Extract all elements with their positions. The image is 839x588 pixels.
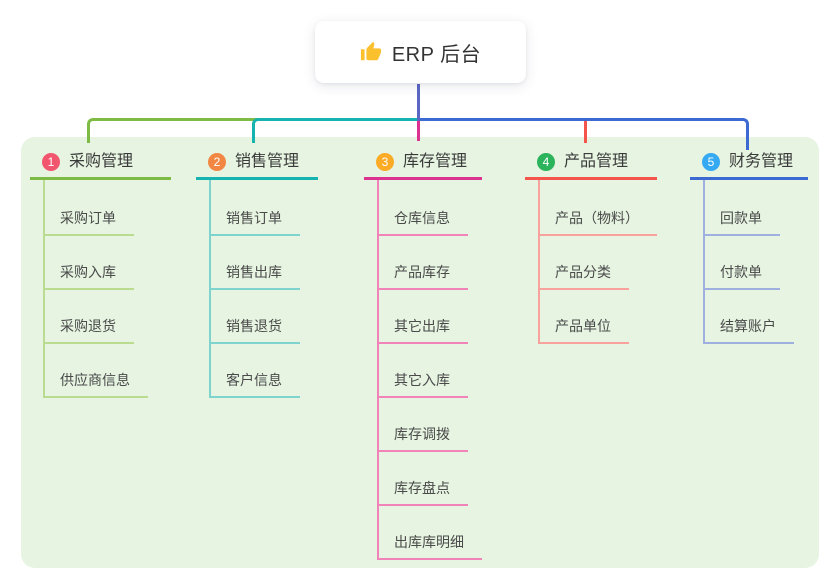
node-other-inbound[interactable]: 其它入库 <box>379 372 468 398</box>
tree-row: 其它出库 <box>379 290 482 344</box>
node-supplier-info[interactable]: 供应商信息 <box>45 372 148 398</box>
branch-label: 销售管理 <box>235 153 300 170</box>
branch-finance-header[interactable]: 5 财务管理 <box>690 150 808 180</box>
root-node-title: ERP 后台 <box>391 43 482 66</box>
branch-product: 4 产品管理 产品（物料） 产品分类 产品单位 <box>525 150 657 344</box>
node-settlement-account[interactable]: 结算账户 <box>705 318 794 344</box>
branch-purchase-header[interactable]: 1 采购管理 <box>30 150 171 180</box>
tree-row: 销售出库 <box>211 236 318 290</box>
branch-product-children: 产品（物料） 产品分类 产品单位 <box>538 180 657 344</box>
node-outbound-detail[interactable]: 出库库明细 <box>379 534 482 560</box>
tree-row: 采购退货 <box>45 290 171 344</box>
branch-sales-children: 销售订单 销售出库 销售退货 客户信息 <box>209 180 318 398</box>
branch-sales-header[interactable]: 2 销售管理 <box>196 150 318 180</box>
branch-product-header[interactable]: 4 产品管理 <box>525 150 657 180</box>
tree-row: 销售订单 <box>211 182 318 236</box>
tree-row: 销售退货 <box>211 290 318 344</box>
connector-branch-5 <box>420 118 749 150</box>
branch-finance-children: 回款单 付款单 结算账户 <box>703 180 808 344</box>
tree-row: 其它入库 <box>379 344 482 398</box>
tree-row: 采购入库 <box>45 236 171 290</box>
node-receipt-bill[interactable]: 回款单 <box>705 210 780 236</box>
branch-label: 库存管理 <box>403 153 468 170</box>
tree-row: 产品分类 <box>540 236 657 290</box>
root-node-erp[interactable]: ERP 后台 <box>315 21 526 83</box>
branch-inventory-header[interactable]: 3 库存管理 <box>364 150 482 180</box>
node-customer-info[interactable]: 客户信息 <box>211 372 300 398</box>
node-product-category[interactable]: 产品分类 <box>540 264 629 290</box>
node-product-material[interactable]: 产品（物料） <box>540 210 657 236</box>
node-sales-order[interactable]: 销售订单 <box>211 210 300 236</box>
tree-row: 结算账户 <box>705 290 808 344</box>
node-payment-bill[interactable]: 付款单 <box>705 264 780 290</box>
tree-row: 产品库存 <box>379 236 482 290</box>
tree-row: 库存盘点 <box>379 452 482 506</box>
tree-row: 客户信息 <box>211 344 318 398</box>
node-warehouse-info[interactable]: 仓库信息 <box>379 210 468 236</box>
connector-branch-3 <box>417 121 420 141</box>
node-product-unit[interactable]: 产品单位 <box>540 318 629 344</box>
branch-label: 财务管理 <box>729 153 794 170</box>
root-connector-line <box>417 84 420 121</box>
badge-4: 4 <box>537 153 555 171</box>
badge-3: 3 <box>376 153 394 171</box>
badge-2: 2 <box>208 153 226 171</box>
branch-finance: 5 财务管理 回款单 付款单 结算账户 <box>690 150 808 344</box>
branch-sales: 2 销售管理 销售订单 销售出库 销售退货 客户信息 <box>196 150 318 398</box>
tree-row: 供应商信息 <box>45 344 171 398</box>
node-purchase-return[interactable]: 采购退货 <box>45 318 134 344</box>
tree-row: 采购订单 <box>45 182 171 236</box>
node-other-outbound[interactable]: 其它出库 <box>379 318 468 344</box>
badge-5: 5 <box>702 153 720 171</box>
tree-row: 库存调拨 <box>379 398 482 452</box>
tree-row: 回款单 <box>705 182 808 236</box>
node-purchase-order[interactable]: 采购订单 <box>45 210 134 236</box>
node-sales-return[interactable]: 销售退货 <box>211 318 300 344</box>
connector-branch-4 <box>584 121 587 143</box>
tree-row: 仓库信息 <box>379 182 482 236</box>
branch-inventory-children: 仓库信息 产品库存 其它出库 其它入库 库存调拨 库存盘点 出库库明细 <box>377 180 482 560</box>
node-stock-count[interactable]: 库存盘点 <box>379 480 468 506</box>
thumbs-up-icon <box>360 41 382 63</box>
branch-purchase: 1 采购管理 采购订单 采购入库 采购退货 供应商信息 <box>30 150 171 398</box>
tree-row: 产品单位 <box>540 290 657 344</box>
node-stock-transfer[interactable]: 库存调拨 <box>379 426 468 452</box>
badge-1: 1 <box>42 153 60 171</box>
branch-label: 产品管理 <box>564 153 629 170</box>
tree-row: 产品（物料） <box>540 182 657 236</box>
connector-branch-2 <box>252 118 418 143</box>
tree-row: 付款单 <box>705 236 808 290</box>
node-sales-outbound[interactable]: 销售出库 <box>211 264 300 290</box>
branch-inventory: 3 库存管理 仓库信息 产品库存 其它出库 其它入库 库存调拨 库存盘点 出库库… <box>364 150 482 560</box>
node-purchase-inbound[interactable]: 采购入库 <box>45 264 134 290</box>
branches-background-panel <box>21 137 819 568</box>
tree-row: 出库库明细 <box>379 506 482 560</box>
branch-label: 采购管理 <box>69 153 134 170</box>
branch-purchase-children: 采购订单 采购入库 采购退货 供应商信息 <box>43 180 171 398</box>
node-product-stock[interactable]: 产品库存 <box>379 264 468 290</box>
